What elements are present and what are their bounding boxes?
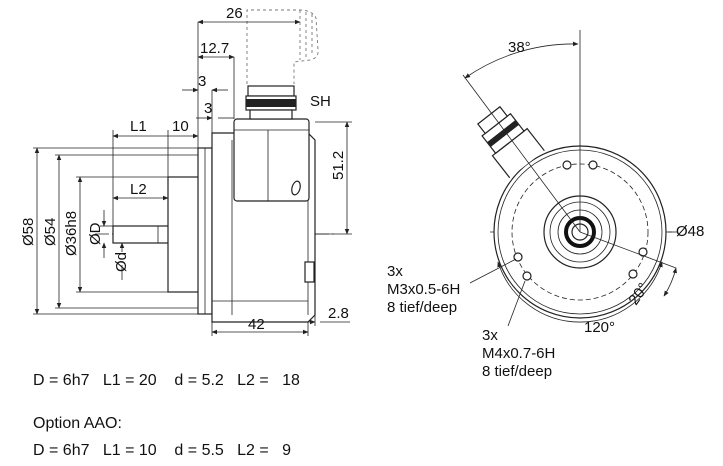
m3-callout-thread: M3x0.5-6H [387,281,460,298]
connector-screw [291,180,301,196]
dim-26: 26 [226,5,243,22]
dim-l2: L2 [130,181,147,198]
m4-callout-thread: M4x0.7-6H [482,345,555,362]
dim-dia-36h8: Ø36h8 [63,211,80,256]
connector-ring-low [249,109,293,120]
dim-42: 42 [248,316,265,333]
dim-dia-58: Ø58 [20,218,37,246]
connector-band [246,99,296,107]
m3-hole-3 [588,160,598,170]
angle-38: 38° [508,39,531,56]
spec-table: D = 6h7 L1 = 20 d = 5.2 L2 = 18 Option A… [33,372,300,459]
shaft [112,225,172,244]
dim-51-2: 51.2 [330,151,347,180]
dim-2-8: 2.8 [328,305,349,322]
label-sh: SH [310,93,331,110]
m4-hole-3 [562,160,572,170]
dim-l1: L1 [130,118,147,135]
dim-dia-54: Ø54 [42,218,59,246]
m4-leader [507,280,526,327]
m3-callout-count: 3x [387,263,403,280]
housing-tab [304,261,315,283]
spec-option: D = 6h7 L1 = 10 d = 5.5 L2 = 9 [33,442,291,459]
spec-option-title: Option AAO: [33,415,122,432]
spec-standard: D = 6h7 L1 = 20 d = 5.2 L2 = 18 [33,372,300,389]
m3-callout-depth: 8 tief/deep [387,299,457,316]
dim-3-upper: 3 [198,73,206,90]
side-view: 26 12.7 3 3 SH L1 10 L2 51.2 [20,5,352,336]
dim-12-7: 12.7 [200,40,229,57]
front-view: 38° Ø48 120° 20° 3x M3x0.5-6H 8 tief/dee… [387,30,704,380]
bolt-circle [511,163,649,301]
m4-hole-1 [522,271,532,281]
dim-dia-d-shaft: ØD [87,222,104,245]
m4-callout-depth: 8 tief/deep [482,363,552,380]
m3-leader [469,258,517,284]
centering-hub [167,176,204,293]
mating-connector-outline [246,9,319,84]
m4-hole-2 [628,269,638,279]
m4-callout-count: 3x [482,327,498,344]
connector-ring-top [247,85,295,97]
front-connector [477,105,545,179]
dim-10: 10 [172,118,189,135]
angle-120: 120° [584,319,615,336]
dim-dia-48: Ø48 [676,223,704,240]
dim-dia-d-small: Ød [113,252,130,272]
dim-3-lower: 3 [204,100,212,117]
